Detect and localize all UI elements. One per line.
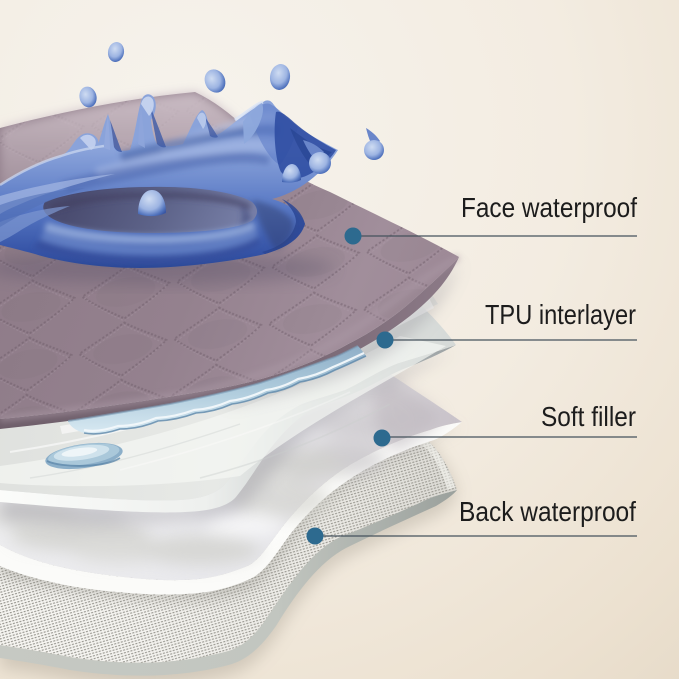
svg-text:Face waterproof: Face waterproof — [461, 192, 637, 223]
svg-text:Soft filler: Soft filler — [541, 401, 636, 432]
svg-text:Back waterproof: Back waterproof — [459, 496, 636, 527]
svg-text:TPU interlayer: TPU interlayer — [485, 299, 636, 330]
